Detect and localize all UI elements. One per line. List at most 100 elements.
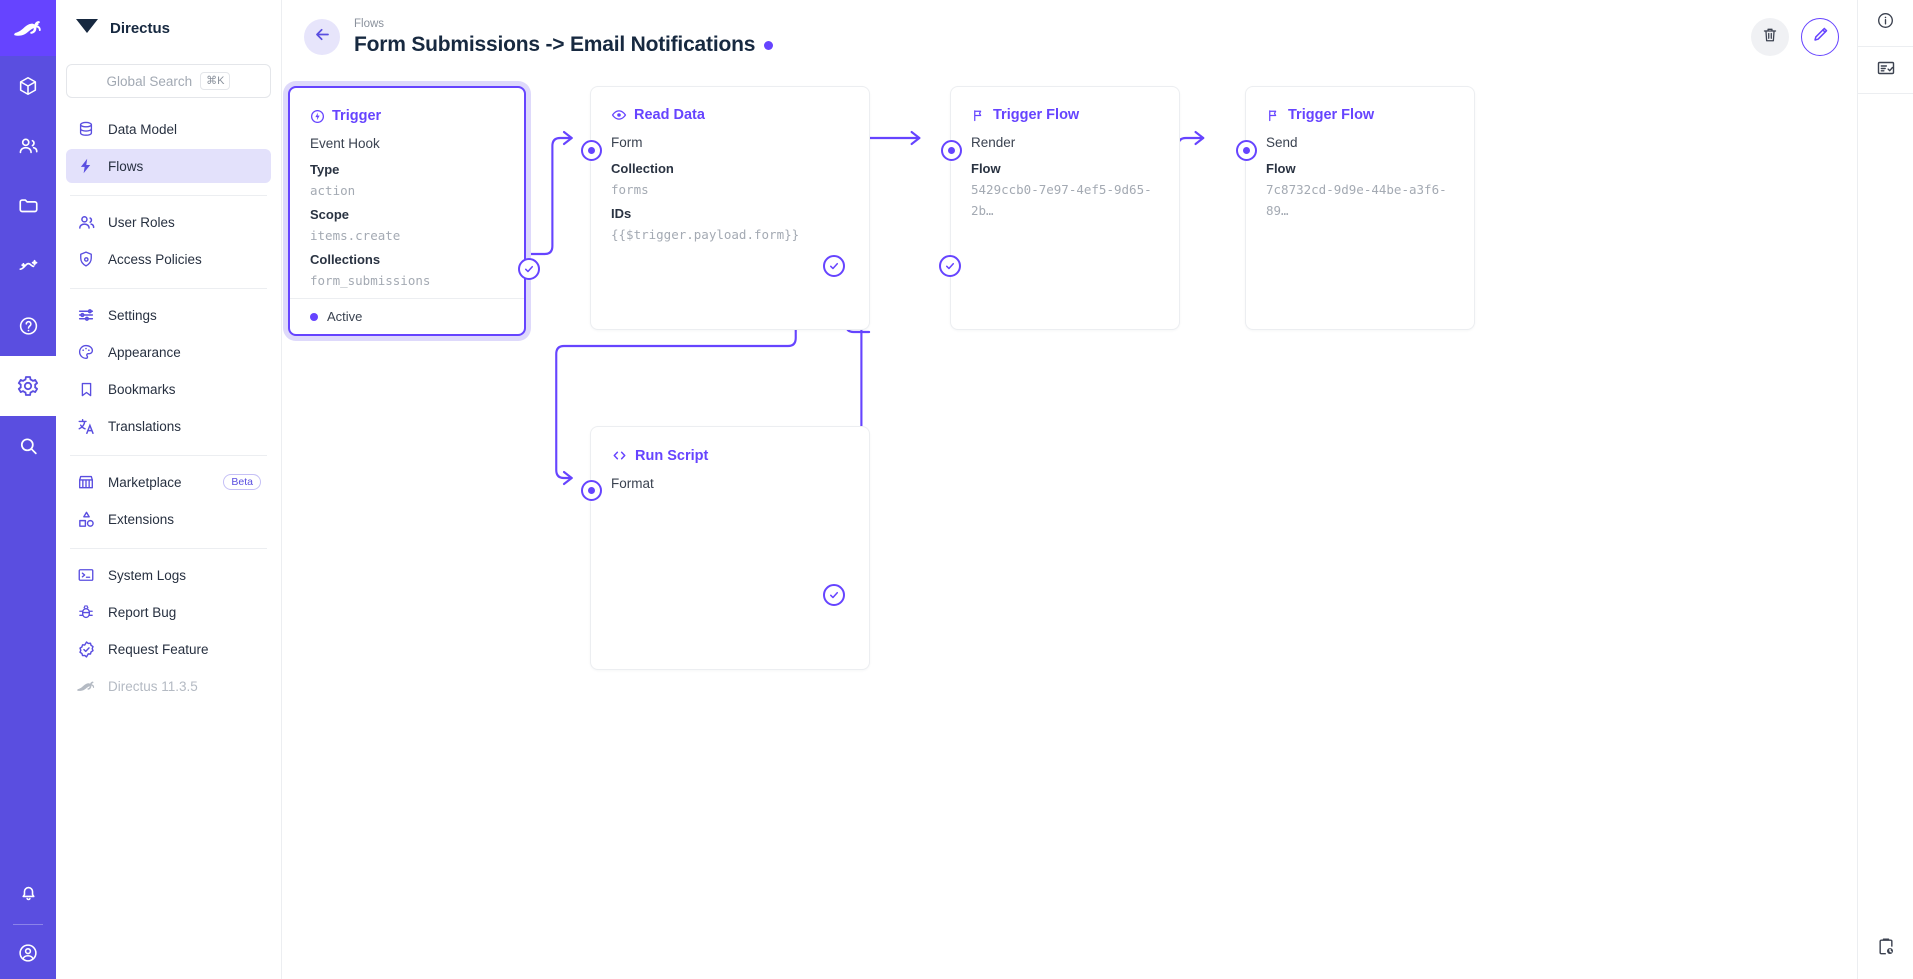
sidebar-item-settings[interactable]: Settings	[66, 298, 271, 332]
node-field-value: action	[310, 183, 356, 198]
lightning-icon	[76, 156, 96, 176]
sidebar-item-label: Marketplace	[108, 474, 182, 490]
notifications-button[interactable]	[0, 862, 56, 922]
rabbit-icon	[13, 17, 43, 39]
sidebar-item-data-model[interactable]: Data Model	[66, 112, 271, 146]
pencil-icon	[1811, 25, 1830, 49]
sidebar-item-access-policies[interactable]: Access Policies	[66, 242, 271, 276]
flow-node-trigger-flow-send[interactable]: Trigger Flow Send Flow 7c8732cd-9d9e-44b…	[1236, 86, 1475, 330]
search-input[interactable]: Global Search ⌘K	[66, 64, 271, 98]
chart-line-icon	[17, 255, 40, 277]
module-content-button[interactable]	[0, 56, 56, 116]
node-header-label: Trigger	[332, 108, 382, 124]
port-input[interactable]	[581, 480, 602, 501]
node-header: Read Data	[591, 87, 869, 123]
sidebar-item-label: Directus 11.3.5	[108, 678, 198, 694]
people-icon	[17, 135, 40, 157]
rabbit-icon	[76, 676, 96, 696]
port-input[interactable]	[941, 140, 962, 161]
node-field-key: Type	[310, 162, 340, 177]
node-name: Form	[611, 135, 643, 150]
sidebar-item-label: Bookmarks	[108, 381, 176, 397]
sidebar-divider	[70, 455, 267, 456]
delete-button[interactable]	[1751, 18, 1789, 56]
sidebar-item-appearance[interactable]: Appearance	[66, 335, 271, 369]
logs-button[interactable]	[1858, 47, 1913, 93]
clipboard-clock-icon	[1876, 937, 1896, 962]
module-insights-button[interactable]	[0, 236, 56, 296]
sidebar-item-user-roles[interactable]: User Roles	[66, 205, 271, 239]
module-user-directory-button[interactable]	[0, 116, 56, 176]
shield-lock-icon	[76, 249, 96, 269]
node-body: Render Flow 5429ccb0-7e97-4ef5-9d65-2b…	[951, 123, 1179, 221]
directus-logo-button[interactable]	[0, 0, 56, 56]
question-circle-icon	[17, 315, 40, 337]
node-status-label: Active	[327, 309, 363, 324]
sidebar-item-extensions[interactable]: Extensions	[66, 502, 271, 536]
sliders-icon	[76, 305, 96, 325]
sidebar-item-translations[interactable]: Translations	[66, 409, 271, 443]
info-button[interactable]	[1858, 0, 1913, 46]
node-field-key: Collection	[611, 161, 674, 176]
module-docs-button[interactable]	[0, 296, 56, 356]
sidebar-item-report-bug[interactable]: Report Bug	[66, 595, 271, 629]
back-button[interactable]	[304, 19, 340, 55]
sidebar-item-label: Access Policies	[108, 251, 202, 267]
node-name: Send	[1266, 135, 1298, 150]
sidebar-item-label: Data Model	[108, 121, 178, 137]
arrow-left-icon	[313, 25, 332, 49]
node-field-value: 7c8732cd-9d9e-44be-a3f6-89…	[1266, 182, 1447, 218]
title-row: Form Submissions -> Email Notifications	[354, 33, 774, 57]
sidebar-item-bookmarks[interactable]: Bookmarks	[66, 372, 271, 406]
port-resolve[interactable]	[823, 255, 845, 277]
sidebar-divider	[70, 195, 267, 196]
flow-status-dot	[764, 40, 774, 50]
sidebar-item-label: Extensions	[108, 511, 175, 527]
port-resolve[interactable]	[823, 584, 845, 606]
sidebar-item-system-logs[interactable]: System Logs	[66, 558, 271, 592]
module-file-library-button[interactable]	[0, 176, 56, 236]
module-settings-button[interactable]	[0, 356, 56, 416]
flow-canvas[interactable]: Trigger Event Hook Type action Scope ite…	[282, 74, 1857, 979]
node-field-value: items.create	[310, 228, 401, 243]
node-name: Event Hook	[310, 136, 380, 151]
sidebar-divider	[70, 288, 267, 289]
flow-node-trigger-flow-render[interactable]: Trigger Flow Render Flow 5429ccb0-7e97-4…	[939, 86, 1180, 330]
flow-node-read-data[interactable]: Read Data Form Collection forms IDs {{$t…	[581, 86, 870, 330]
node-header-label: Read Data	[634, 107, 705, 123]
activity-button[interactable]	[1858, 919, 1913, 979]
extensions-icon	[76, 509, 96, 529]
sidebar-item-version: Directus 11.3.5	[66, 669, 271, 703]
sidebar-item-marketplace[interactable]: Marketplace Beta	[66, 465, 271, 499]
sidebar-item-flows[interactable]: Flows	[66, 149, 271, 183]
trigger-icon	[310, 109, 325, 124]
magnifier-icon	[17, 435, 40, 457]
module-search-button[interactable]	[0, 416, 56, 476]
flow-node-trigger[interactable]: Trigger Event Hook Type action Scope ite…	[288, 86, 540, 336]
list-check-icon	[1876, 58, 1896, 83]
sidebar-item-label: Appearance	[108, 344, 181, 360]
sidebar-brand-label: Directus	[110, 19, 171, 37]
sidebar-item-label: Request Feature	[108, 641, 209, 657]
port-dot-icon	[588, 487, 595, 494]
node-body: Form Collection forms IDs {{$trigger.pay…	[591, 123, 869, 245]
flow-node-run-script[interactable]: Run Script Format	[581, 426, 870, 670]
node-body: Format	[591, 464, 869, 496]
port-input[interactable]	[1236, 140, 1257, 161]
main-area: Flows Form Submissions -> Email Notifica…	[282, 0, 1857, 979]
gear-icon	[16, 374, 40, 398]
node-header-label: Run Script	[635, 447, 709, 464]
sidebar-item-label: User Roles	[108, 214, 175, 230]
node-field-key: Scope	[310, 207, 350, 222]
trash-icon	[1761, 26, 1779, 49]
port-resolve[interactable]	[939, 255, 961, 277]
account-button[interactable]	[0, 927, 56, 979]
port-resolve[interactable]	[518, 258, 540, 280]
sidebar-item-request-feature[interactable]: Request Feature	[66, 632, 271, 666]
breadcrumb[interactable]: Flows	[354, 18, 385, 30]
port-input[interactable]	[581, 140, 602, 161]
edit-button[interactable]	[1801, 18, 1839, 56]
node-header: Trigger Flow	[951, 87, 1179, 123]
check-badge-icon	[76, 639, 96, 659]
directus-mark-icon	[76, 19, 98, 37]
